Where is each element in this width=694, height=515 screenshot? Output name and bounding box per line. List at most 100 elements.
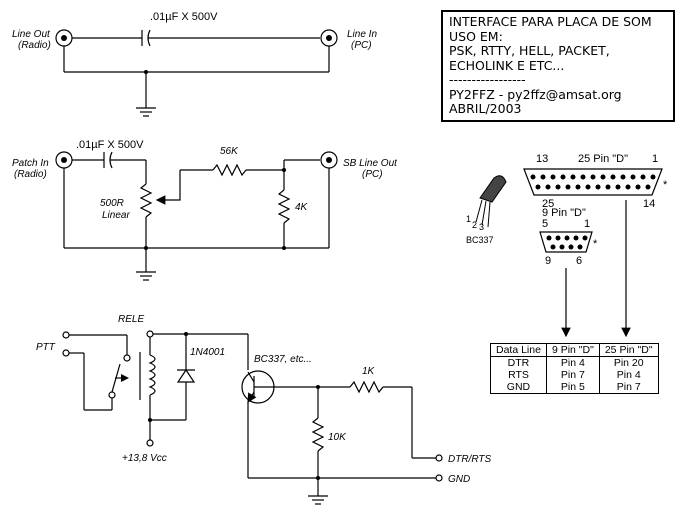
jack-sb-line-out [320,151,338,169]
label-vcc: +13,8 Vcc [122,453,167,464]
pin-table-header: 25 Pin "D" [598,343,659,357]
table-row: RTS Pin 7 Pin 4 [490,369,659,381]
potentiometer-500r [139,170,181,218]
title-line: USO EM: [449,28,503,44]
section-line-out: Line Out (Radio) Line In (PC) .01µF X 50… [12,11,377,117]
label-1n4001: 1N4001 [190,347,225,358]
connector-pin [575,184,581,190]
resistor-4k [277,189,291,224]
section-ptt: PTT RELE 1N4001 BC337, etc... 1K 10K +13… [36,314,491,505]
connector-pin [559,244,565,250]
table-row: DTR Pin 4 Pin 20 [490,356,659,369]
ground-symbol-3 [308,495,328,505]
connector-pin [535,184,541,190]
title-line: ABRIL/2003 [449,101,522,116]
label-line-in: Line In [347,29,377,40]
table-cell: GND [490,381,547,394]
connector-pin [550,244,556,250]
title-line: ----------------- [449,72,526,87]
resistor-10k [311,417,325,452]
connector-pin [635,184,641,190]
resistor-56k [212,163,247,177]
connector-pin [540,174,546,180]
connector-pin [600,174,606,180]
connector-pin [546,235,552,241]
connector-pin [640,174,646,180]
title-box: INTERFACE PARA PLACA DE SOM USO EM: PSK,… [441,10,675,122]
title-line: ECHOLINK E ETC... [449,57,565,73]
connector-pin [550,174,556,180]
db25-pin1: 1 [652,153,658,165]
connector-pin [564,235,570,241]
jack-line-out [55,29,73,47]
label-1k: 1K [362,366,376,377]
db9-connector: 9 Pin "D" 5 1 9 6 * [539,207,598,267]
title-line: PSK, RTTY, HELL, PACKET, [449,43,610,58]
bc337-package: 1 2 3 BC337 [466,175,507,245]
connector-pin [610,174,616,180]
pin-table-header: 9 Pin "D" [545,343,600,357]
jack-patch-in [55,151,73,169]
connector-pin [590,174,596,180]
connector-pin [625,184,631,190]
label-patch-in: Patch In [12,158,49,169]
connector-pin [650,174,656,180]
label-10k: 10K [328,432,347,443]
db25-title: 25 Pin "D" [578,153,628,165]
connector-pin [620,174,626,180]
label-rele: RELE [118,314,144,325]
label-line-out: Line Out [12,29,51,40]
label-cap2: .01µF X 500V [76,139,144,151]
label-56k: 56K [220,146,239,157]
connector-pin [565,184,571,190]
table-cell: Pin 4 [545,356,600,369]
db25-connector: 13 25 Pin "D" 1 25 14 * [523,153,668,210]
label-bc337-etc: BC337, etc... [254,354,312,365]
connector-pin [560,174,566,180]
label-sb-line-out: SB Line Out [343,158,398,169]
label-sb-line-out-pc: (PC) [362,169,383,180]
pin-table-header: Data Line [490,343,547,357]
label-dtr-rts: DTR/RTS [448,454,491,465]
bc337-label: BC337 [466,235,494,245]
transistor-bc337 [241,370,318,404]
table-cell: Pin 20 [598,356,659,369]
db9-title: 9 Pin "D" [542,207,586,219]
pin-table-header-row: Data Line 9 Pin "D" 25 Pin "D" [490,343,659,357]
jack-line-in [320,29,338,47]
diode-1n4001 [176,368,196,383]
label-500r: 500R [100,198,124,209]
connector-pin [582,235,588,241]
label-gnd: GND [448,474,470,485]
title-line: PY2FFZ - py2ffz@amsat.org [449,86,622,102]
label-line-in-pc: (PC) [351,40,372,51]
db25-pin13: 13 [536,153,548,165]
connector-pin [585,184,591,190]
connector-pin [645,184,651,190]
connector-pin [630,174,636,180]
table-cell: RTS [490,369,547,381]
ground-symbol-1 [136,107,156,117]
table-row: GND Pin 5 Pin 7 [490,381,659,394]
bc337-pin3: 3 [479,222,484,232]
label-linear: Linear [102,210,130,221]
section-patch: Patch In (Radio) .01µF X 500V 56K 500R L… [12,139,398,281]
db25-pin25: 25 [542,198,554,210]
label-4k: 4K [295,202,309,213]
connector-pin [555,235,561,241]
label-ptt: PTT [36,342,56,353]
connector-pin [568,244,574,250]
relay-coil [139,352,156,400]
db25-star: * [663,179,668,191]
connector-pin [570,174,576,180]
db25-pin14: 14 [643,198,655,210]
pin-table: Data Line 9 Pin "D" 25 Pin "D" DTR Pin 4… [490,343,659,394]
table-cell: DTR [490,356,547,369]
bc337-pin1: 1 [466,214,471,224]
db9-pin6: 6 [576,255,582,267]
table-cell: Pin 7 [545,369,600,381]
connector-pin [615,184,621,190]
ground-symbol-2 [136,271,156,281]
connector-pin [577,244,583,250]
